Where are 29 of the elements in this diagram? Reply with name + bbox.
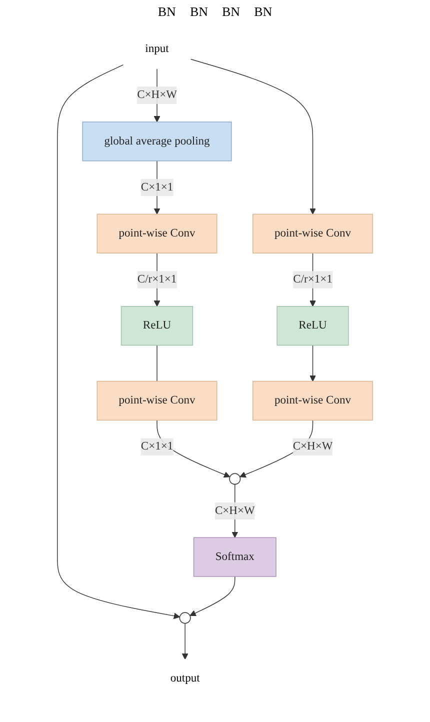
node-box: point-wise Conv <box>96 214 218 254</box>
edge-label: C×1×1 <box>140 181 174 194</box>
edge-label: C×1×1 <box>140 440 174 453</box>
node-text: output <box>170 672 200 685</box>
arrow <box>182 622 188 660</box>
edge-label: C×H×W <box>137 88 177 102</box>
note-text: BN <box>222 4 240 20</box>
node-box: point-wise Conv <box>252 380 373 421</box>
note-text: BN <box>254 4 272 20</box>
node-circle <box>179 612 191 624</box>
edge-label: C×H×W <box>214 504 255 517</box>
arrow <box>190 58 316 214</box>
edge-label: C/r×1×1 <box>293 273 332 286</box>
node-box: point-wise Conv <box>96 380 218 421</box>
arrow <box>190 576 236 616</box>
edge-label: C×H×W <box>292 440 333 453</box>
node-text: input <box>145 42 169 55</box>
node-box: ReLU <box>120 306 194 346</box>
node-box: point-wise Conv <box>252 214 373 254</box>
note-text: BN <box>190 4 208 20</box>
node-box: ReLU <box>276 306 349 346</box>
node-box: Softmax <box>193 537 276 577</box>
arrow <box>310 344 316 382</box>
edge-label: C/r×1×1 <box>137 273 177 286</box>
arrow <box>57 64 180 620</box>
connector <box>156 344 158 382</box>
node-circle <box>229 473 241 485</box>
node-box: global average pooling <box>82 122 232 162</box>
note-text: BN <box>158 4 176 20</box>
